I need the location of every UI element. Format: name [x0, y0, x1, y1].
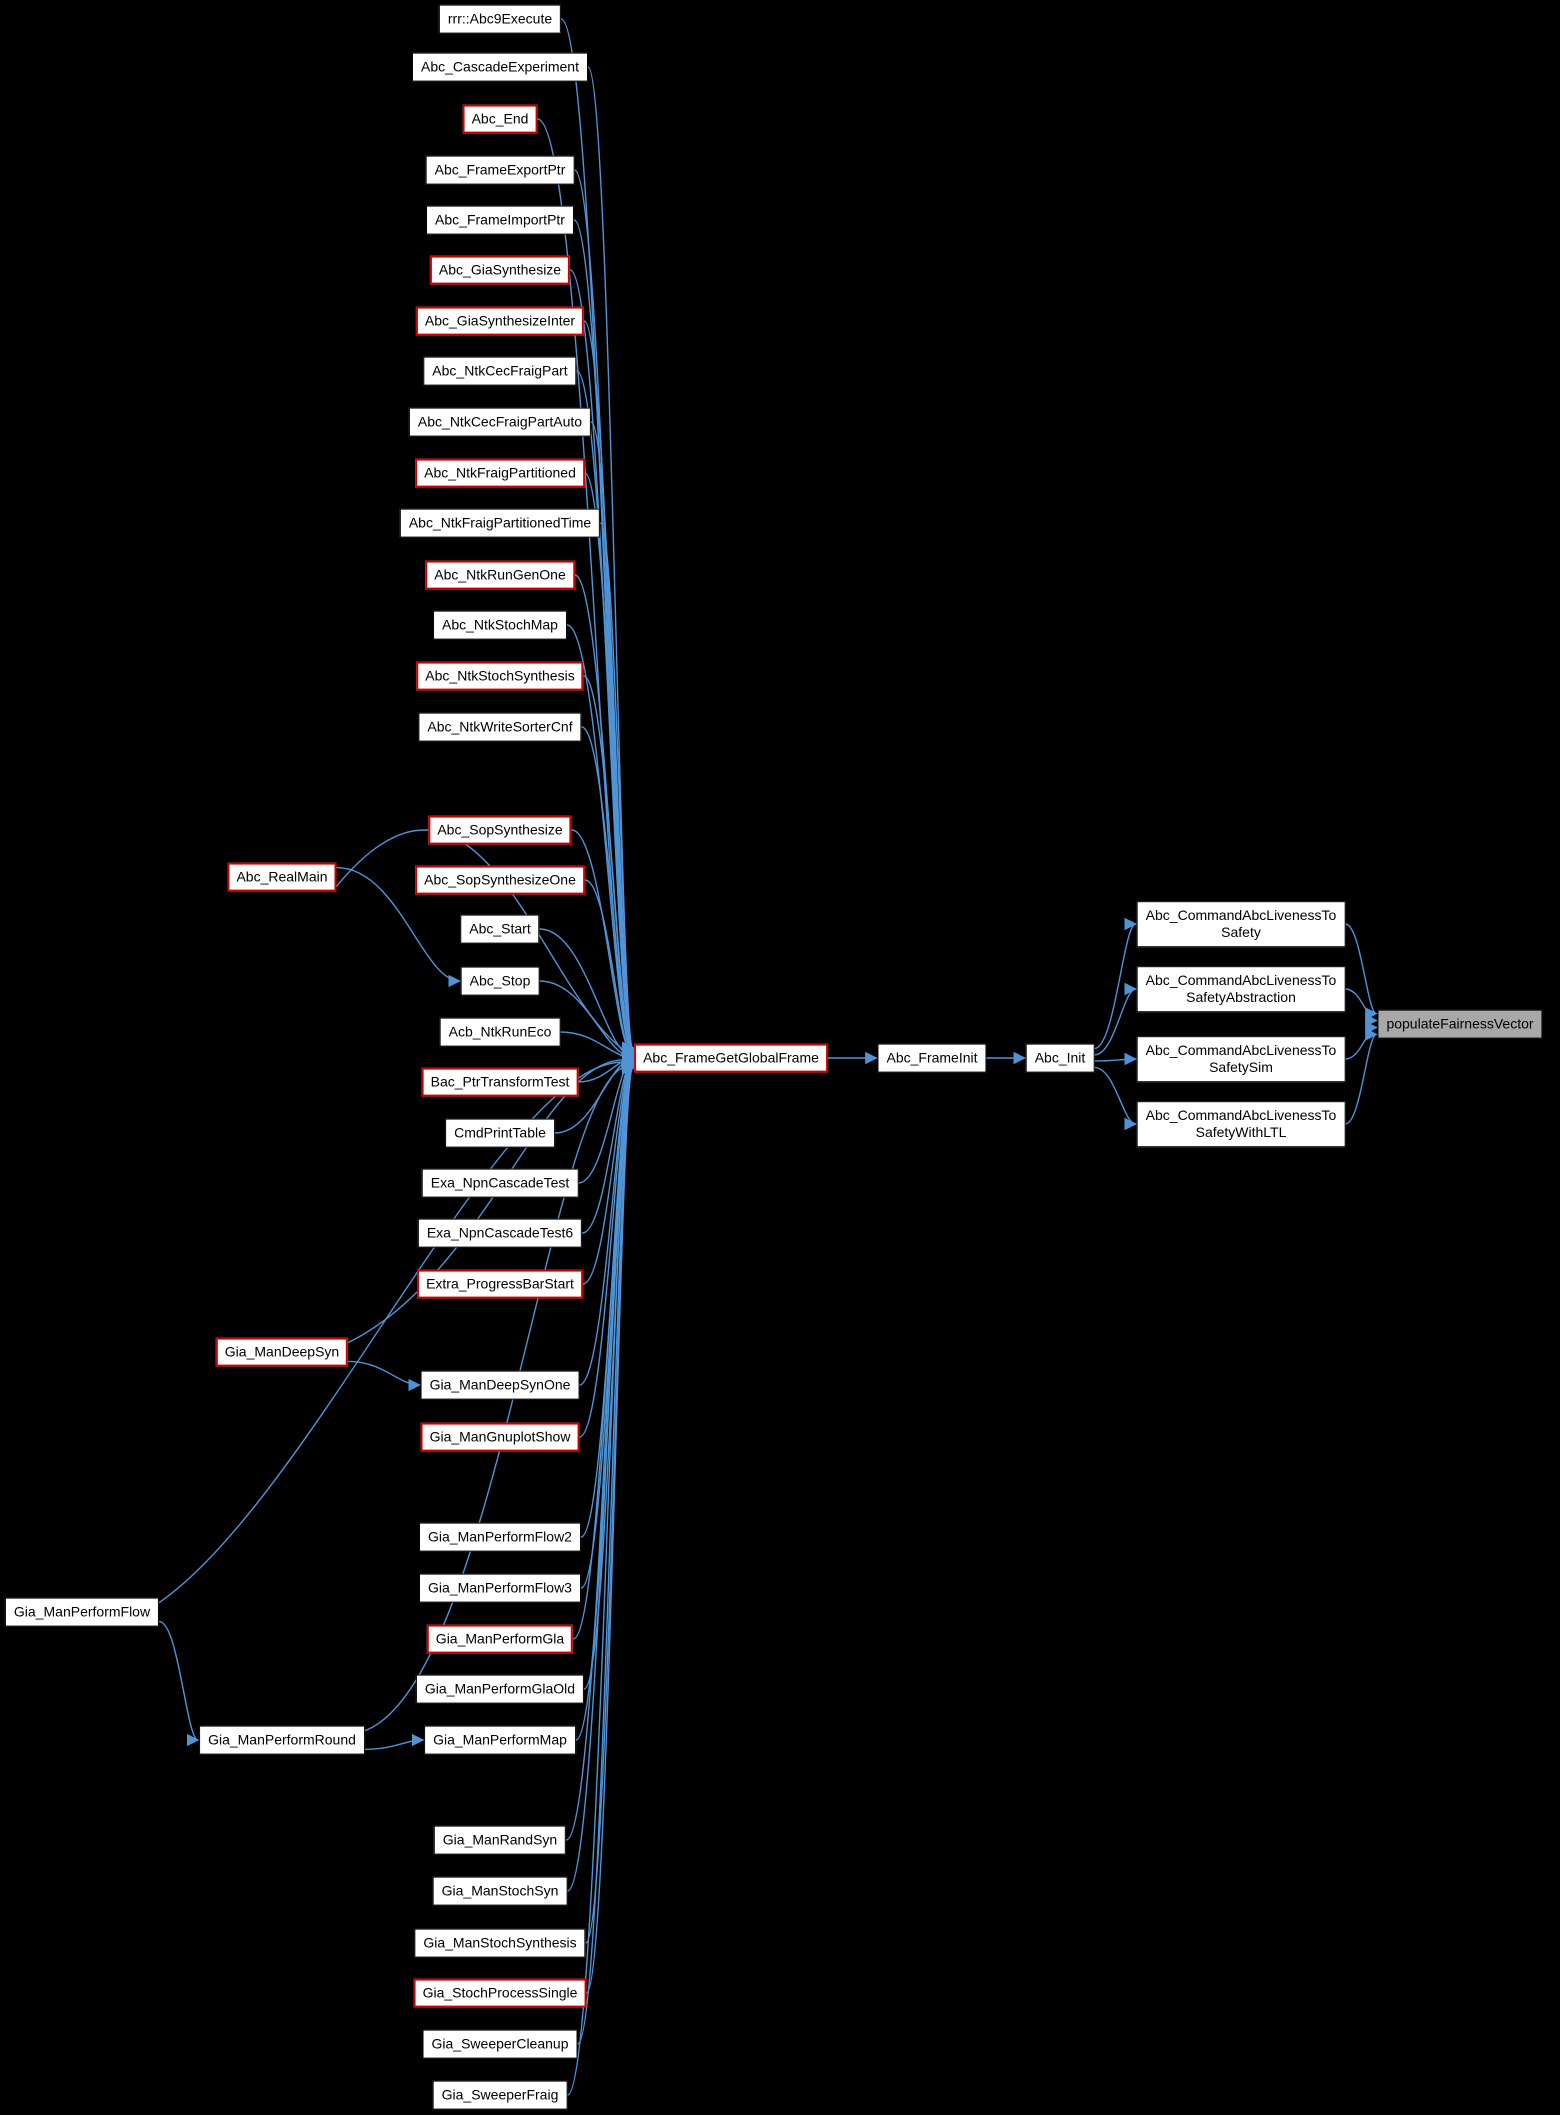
call-edge-ntkstochmap-to-hub: [566, 624, 635, 1060]
graph-node-deepsyn[interactable]: Gia_ManDeepSyn: [215, 1337, 349, 1367]
graph-node-sweeperfraig[interactable]: Gia_SweeperFraig: [432, 2080, 568, 2110]
graph-node-sopsynthesizeone[interactable]: Abc_SopSynthesizeOne: [415, 865, 585, 895]
graph-node-frameexportptr[interactable]: Abc_FrameExportPtr: [425, 155, 575, 185]
graph-node-performglaold[interactable]: Gia_ManPerformGlaOld: [415, 1674, 585, 1704]
graph-node-acbntkruneco[interactable]: Acb_NtkRunEco: [439, 1017, 561, 1047]
graph-node-abc_end[interactable]: Abc_End: [462, 104, 538, 134]
graph-node-cmdabstraction[interactable]: Abc_CommandAbcLivenessTo SafetyAbstracti…: [1136, 966, 1346, 1012]
graph-node-exanpncascadetest6[interactable]: Exa_NpnCascadeTest6: [417, 1218, 583, 1248]
call-edge-init-to-cmdsafety: [1094, 917, 1137, 1050]
graph-node-giasynthesize[interactable]: Abc_GiaSynthesize: [429, 255, 571, 285]
graph-node-sopsynthesize[interactable]: Abc_SopSynthesize: [428, 815, 572, 845]
graph-node-performgla[interactable]: Gia_ManPerformGla: [426, 1624, 574, 1654]
call-edge-init-to-cmdltl: [1094, 1066, 1137, 1131]
call-edge-sweepercleanup-to-hub: [576, 1062, 635, 2045]
graph-node-frameinit[interactable]: Abc_FrameInit: [877, 1043, 987, 1073]
call-edge-cmdsafety-to-populate: [1345, 923, 1378, 1020]
call-edge-realmain-to-stop: [336, 866, 461, 988]
graph-node-stochprocesssingle[interactable]: Gia_StochProcessSingle: [413, 1978, 587, 2008]
graph-node-ntkstochsynthesis[interactable]: Abc_NtkStochSynthesis: [416, 661, 584, 691]
call-edge-ntkfraigpartitionedtime-to-hub: [599, 522, 635, 1059]
graph-node-abc9execute[interactable]: rrr::Abc9Execute: [438, 4, 562, 34]
call-edge-stochprocesssingle-to-hub: [585, 1061, 635, 1994]
call-edge-init-to-cmdsim: [1094, 1052, 1137, 1066]
graph-node-ntkfraigpartitionedtime[interactable]: Abc_NtkFraigPartitionedTime: [399, 508, 601, 538]
graph-node-ntkcecfraigpart[interactable]: Abc_NtkCecFraigPart: [423, 356, 577, 386]
graph-node-init[interactable]: Abc_Init: [1025, 1043, 1095, 1073]
graph-node-extraprogressbarstart[interactable]: Extra_ProgressBarStart: [417, 1269, 583, 1299]
call-edge-ntkstochsynthesis-to-hub: [583, 675, 635, 1061]
call-edge-sweeperfraig-to-hub: [566, 1062, 635, 2096]
call-edge-performround-to-performmap: [364, 1733, 425, 1751]
call-edge-deepsyn-to-hub: [347, 1052, 635, 1344]
call-edge-ntkwritesortercnf-to-hub: [581, 726, 635, 1061]
graph-node-ntkrungenone[interactable]: Abc_NtkRunGenOne: [425, 560, 575, 590]
graph-node-realmain[interactable]: Abc_RealMain: [227, 862, 337, 892]
graph-node-performmap[interactable]: Gia_ManPerformMap: [424, 1725, 576, 1755]
graph-node-exanpncascadetest[interactable]: Exa_NpnCascadeTest: [421, 1168, 579, 1198]
graph-node-stochsynthesis[interactable]: Gia_ManStochSynthesis: [414, 1928, 586, 1958]
graph-node-cmdsafety[interactable]: Abc_CommandAbcLivenessTo Safety: [1136, 901, 1346, 947]
graph-node-stop[interactable]: Abc_Stop: [460, 966, 540, 996]
graph-node-cascadeexperiment[interactable]: Abc_CascadeExperiment: [412, 52, 588, 82]
graph-node-stochsyn[interactable]: Gia_ManStochSyn: [432, 1876, 568, 1906]
graph-node-populate: populateFairnessVector: [1377, 1009, 1543, 1039]
call-edge-gnuplotshow-to-hub: [579, 1055, 635, 1438]
graph-node-gnuplotshow[interactable]: Gia_ManGnuplotShow: [420, 1422, 580, 1452]
call-edge-stochsyn-to-hub: [566, 1060, 635, 1892]
graph-node-cmdprinttable[interactable]: CmdPrintTable: [445, 1118, 555, 1148]
graph-node-ntkstochmap[interactable]: Abc_NtkStochMap: [433, 610, 567, 640]
graph-node-hub[interactable]: Abc_FrameGetGlobalFrame: [634, 1043, 828, 1073]
graph-node-cmdsim[interactable]: Abc_CommandAbcLivenessTo SafetySim: [1136, 1036, 1346, 1082]
call-edge-cmdabstraction-to-populate: [1345, 988, 1378, 1027]
graph-node-sweepercleanup[interactable]: Gia_SweeperCleanup: [422, 2029, 578, 2059]
graph-node-cmdltl[interactable]: Abc_CommandAbcLivenessTo SafetyWithLTL: [1136, 1101, 1346, 1147]
graph-node-deepsynone[interactable]: Gia_ManDeepSynOne: [420, 1370, 580, 1400]
graph-node-frameimportptr[interactable]: Abc_FrameImportPtr: [426, 205, 574, 235]
call-edge-init-to-cmdabstraction: [1094, 982, 1137, 1056]
call-edge-performflow-to-hub: [158, 1054, 635, 1604]
graph-node-bacptrtransformtest[interactable]: Bac_PtrTransformTest: [421, 1067, 579, 1097]
call-edge-performflow-to-performround: [158, 1620, 200, 1747]
graph-node-ntkcecfraigpartauto[interactable]: Abc_NtkCecFraigPartAuto: [408, 407, 592, 437]
graph-node-ntkfraigpartitioned[interactable]: Abc_NtkFraigPartitioned: [415, 458, 585, 488]
graph-node-start[interactable]: Abc_Start: [460, 914, 540, 944]
graph-node-performflow[interactable]: Gia_ManPerformFlow: [4, 1597, 160, 1627]
graph-node-giasynthesizeinter[interactable]: Abc_GiaSynthesizeInter: [415, 306, 585, 336]
graph-node-performflow3[interactable]: Gia_ManPerformFlow3: [419, 1573, 581, 1603]
graph-node-randsyn[interactable]: Gia_ManRandSyn: [433, 1825, 567, 1855]
graph-node-performround[interactable]: Gia_ManPerformRound: [199, 1725, 365, 1755]
call-edge-deepsyn-to-deepsynone: [348, 1360, 421, 1392]
call-edge-ntkfraigpartitioned-to-hub: [584, 472, 635, 1059]
call-edge-cmdltl-to-populate: [1345, 1028, 1378, 1125]
graph-node-performflow2[interactable]: Gia_ManPerformFlow2: [419, 1522, 581, 1552]
graph-node-ntkwritesortercnf[interactable]: Abc_NtkWriteSorterCnf: [418, 712, 582, 742]
